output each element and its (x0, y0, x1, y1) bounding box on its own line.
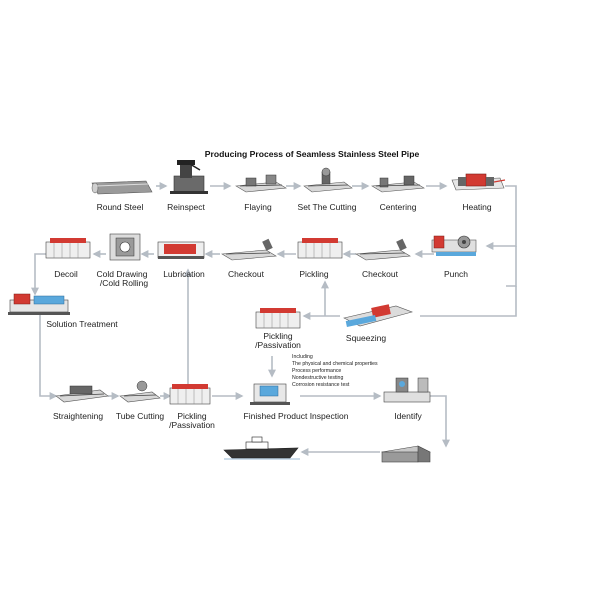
flow-line (506, 246, 517, 287)
label-pickling-passivation-b-2: /Passivation (169, 420, 215, 430)
inspection-note: Nondestructive testing (292, 375, 343, 381)
label-pickling-passivation-b: Pickling (177, 411, 207, 421)
label-cold-rolling: /Cold Rolling (100, 278, 148, 288)
label-flaying: Flaying (244, 202, 272, 212)
solution-treatment-icon (8, 293, 70, 315)
flow-line (485, 226, 517, 250)
inspection-notes: Including The physical and chemical prop… (292, 354, 378, 388)
label-checkout-2: Checkout (362, 269, 399, 279)
pickling-tank-icon (297, 238, 343, 259)
label-squeezing: Squeezing (346, 333, 386, 343)
centering-icon (371, 175, 425, 193)
decoil-icon (45, 238, 91, 259)
pickling-passivation-tank-icon (169, 384, 211, 405)
label-centering: Centering (380, 202, 417, 212)
label-round-steel: Round Steel (97, 202, 144, 212)
heating-furnace-icon (451, 173, 506, 191)
label-pickling-passivation-a-2: /Passivation (255, 340, 301, 350)
step-labels: Round Steel Reinspect Flaying Set The Cu… (46, 202, 492, 430)
checkout-icon (221, 238, 277, 261)
label-tube-cutting: Tube Cutting (116, 411, 165, 421)
flow-line (31, 253, 46, 296)
label-checkout-1: Checkout (228, 269, 265, 279)
label-set-the-cutting: Set The Cutting (298, 202, 357, 212)
flow-lines (31, 182, 517, 456)
label-heating: Heating (462, 202, 492, 212)
ship-icon (223, 436, 300, 460)
straightening-icon (55, 385, 109, 403)
flow-line (420, 286, 517, 317)
label-punch: Punch (444, 269, 468, 279)
label-lubrication: Lubrication (163, 269, 205, 279)
packaged-pipes-icon (381, 445, 431, 463)
round-steel-icon (91, 180, 153, 195)
flow-line (430, 395, 450, 448)
inspection-station-icon (250, 383, 290, 405)
inspection-note: Process performance (292, 368, 341, 374)
label-finished-product-inspection: Finished Product Inspection (244, 411, 349, 421)
flow-line (39, 314, 58, 400)
label-cold-drawing: Cold Drawing (96, 269, 147, 279)
diagram-title: Producing Process of Seamless Stainless … (205, 149, 420, 159)
inspection-note: Including (292, 354, 313, 360)
punch-icon (431, 235, 477, 256)
label-reinspect: Reinspect (167, 202, 205, 212)
cold-drawing-icon (109, 233, 141, 261)
squeezing-icon (343, 304, 413, 328)
inspection-note: The physical and chemical properties (292, 361, 378, 367)
label-solution-treatment: Solution Treatment (46, 319, 118, 329)
reinspect-icon (170, 160, 208, 194)
inspection-note: Corrosion resistance test (292, 382, 350, 388)
set-the-cutting-icon (303, 167, 353, 193)
label-decoil: Decoil (54, 269, 78, 279)
label-pickling: Pickling (299, 269, 329, 279)
pickling-passivation-tank-icon (255, 308, 301, 329)
flow-line (505, 185, 517, 226)
label-identify: Identify (394, 411, 422, 421)
lubrication-tank-icon (157, 241, 205, 259)
flaying-icon (235, 174, 287, 193)
label-pickling-passivation-a: Pickling (263, 331, 293, 341)
label-straightening: Straightening (53, 411, 103, 421)
identify-machine-icon (383, 377, 431, 403)
tube-cutting-icon (119, 380, 161, 403)
checkout-icon (355, 238, 411, 261)
